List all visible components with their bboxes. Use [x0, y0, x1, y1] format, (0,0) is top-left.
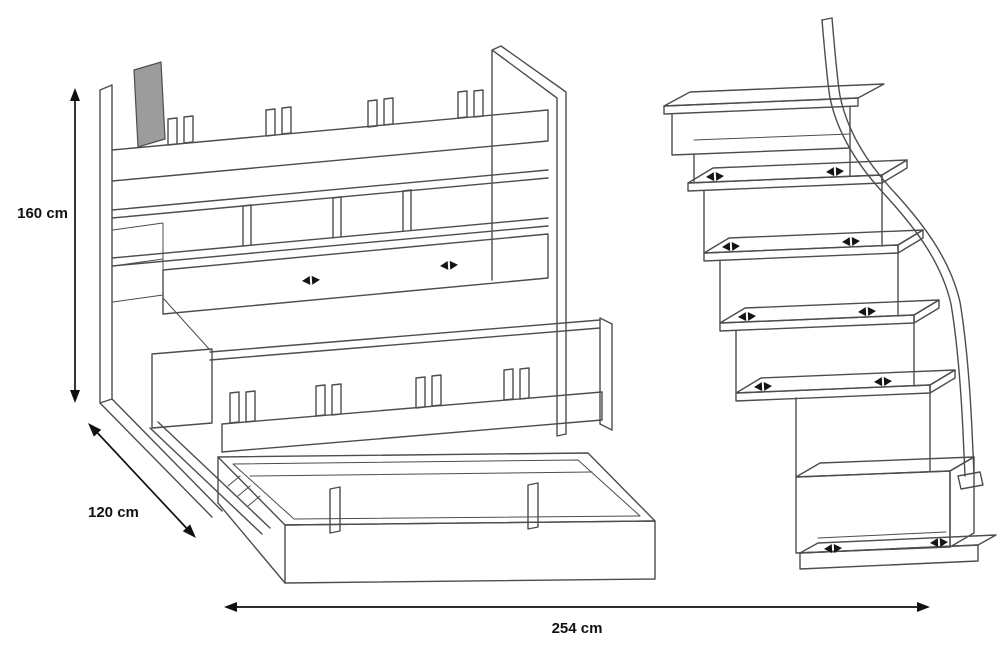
- drawer-dividers: [329, 482, 539, 534]
- drawer-left-side: [217, 456, 286, 584]
- dimension-depth: 120 cm: [88, 423, 196, 538]
- height-dimension-label: 160 cm: [17, 205, 68, 222]
- drawer-runner: [149, 421, 271, 535]
- step-clip: [737, 311, 757, 322]
- step-clip: [873, 376, 893, 387]
- right-panel: [491, 45, 567, 437]
- headboard-panel: [133, 61, 166, 148]
- staircase: [663, 17, 997, 570]
- shelf-dividers: [242, 189, 412, 247]
- drawer-front: [284, 520, 656, 584]
- step-clip: [857, 306, 877, 317]
- dimension-width: 254 cm: [224, 602, 930, 637]
- lower-bunk-slats: [229, 367, 530, 424]
- handrail: [821, 17, 984, 490]
- drawer-rim-inner: [232, 459, 641, 520]
- stair-step-2: [687, 159, 908, 192]
- arrowhead-depth-end: [182, 524, 196, 538]
- dimension-height: 160 cm: [17, 88, 80, 403]
- width-dimension-label: 254 cm: [552, 620, 603, 637]
- drawer-hatch-marks: [227, 475, 261, 507]
- arrowhead-down: [70, 390, 80, 403]
- step-clip: [705, 171, 725, 182]
- lower-left-end-panel: [151, 348, 213, 429]
- upper-shelf: [111, 169, 549, 219]
- arrowhead-depth-start: [88, 423, 102, 437]
- stair-step-4: [719, 299, 940, 332]
- arrowhead-up: [70, 88, 80, 101]
- arrowhead-right: [917, 602, 930, 612]
- lower-shelf: [111, 217, 549, 267]
- stair-step-5: [735, 369, 956, 402]
- step-clip: [825, 166, 845, 177]
- depth-dimension-label: 120 cm: [88, 504, 139, 521]
- step-clip: [721, 241, 741, 252]
- hinge-clip: [439, 260, 459, 271]
- stair-supports: [693, 147, 931, 478]
- step-clip: [841, 236, 861, 247]
- bed-base-board: [221, 391, 603, 453]
- arrowhead-left: [224, 602, 237, 612]
- left-panel: [99, 84, 223, 518]
- fold-panel: [162, 233, 549, 315]
- handrail-foot: [957, 471, 984, 490]
- hinge-clip: [301, 275, 321, 286]
- lower-right-end-panel: [599, 317, 613, 431]
- bunk-bed: [99, 45, 656, 584]
- drawer: [217, 452, 656, 584]
- drawer-interior-line: [249, 471, 593, 477]
- stair-top-platform: [663, 83, 885, 156]
- left-side-shelves: [112, 222, 211, 351]
- lower-guard-rail: [209, 319, 601, 361]
- stair-bottom-plank: [799, 534, 997, 570]
- stair-step-3: [703, 229, 924, 262]
- step-clip: [753, 381, 773, 392]
- upper-bunk-slats: [167, 89, 484, 146]
- stair-base-box: [795, 456, 975, 554]
